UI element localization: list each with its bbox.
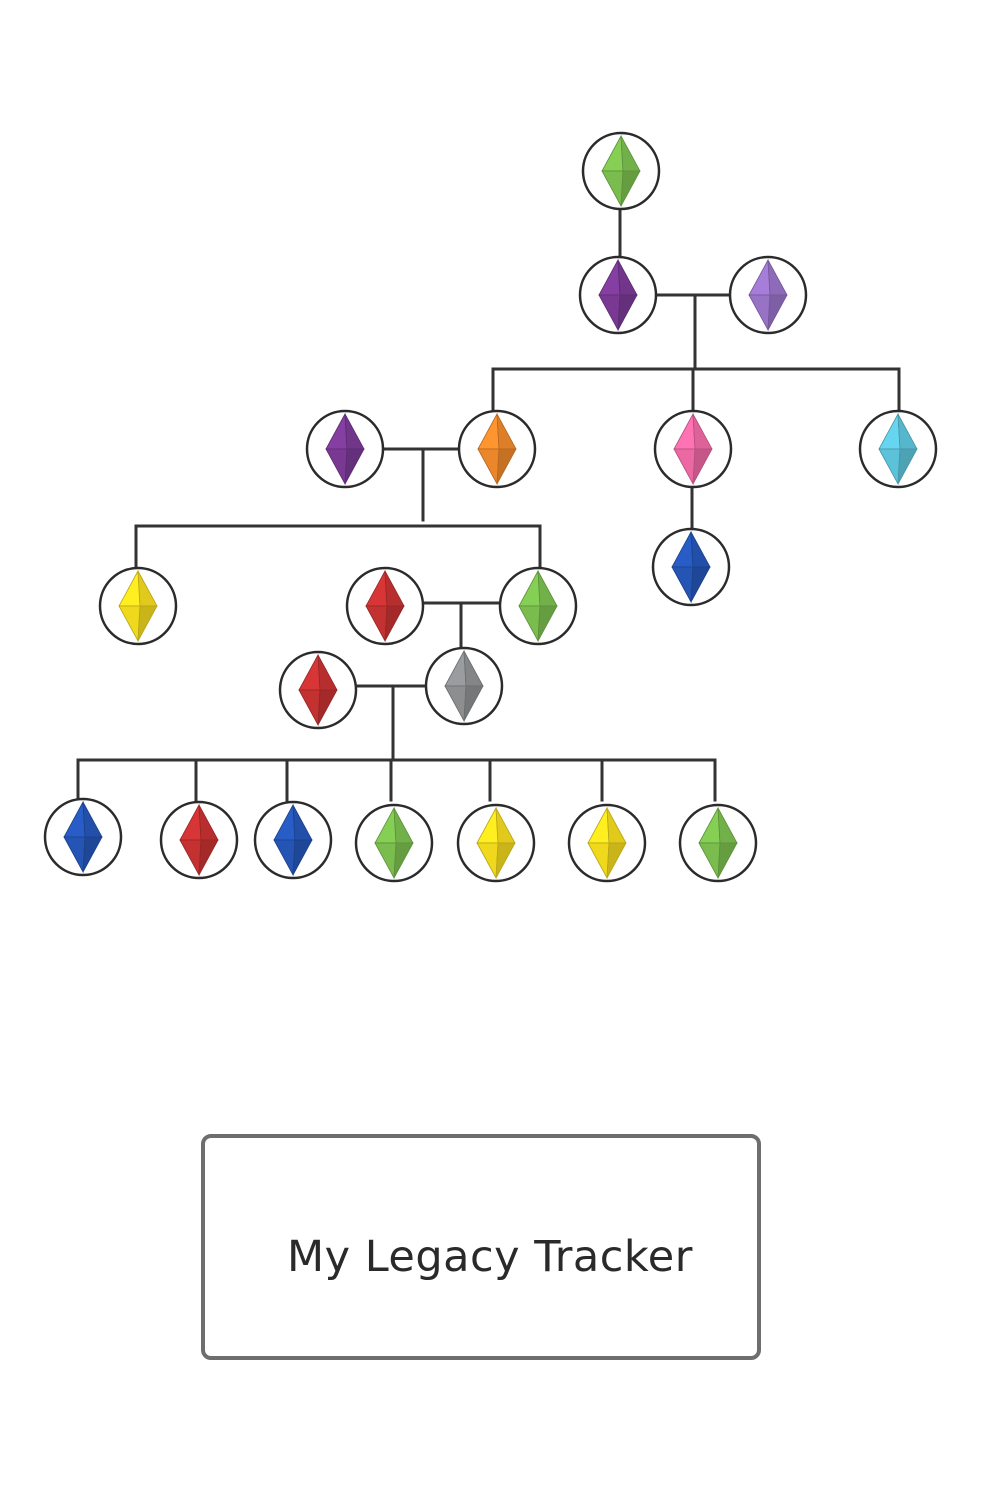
- gen5-child-node: [43, 797, 123, 877]
- tree-connectors: [76, 208, 901, 802]
- yellow-plumbob-icon: [118, 569, 158, 643]
- gen3-heir-node: [305, 409, 385, 489]
- gen2-child-node: [858, 409, 938, 489]
- gen3-child-node: [98, 566, 178, 646]
- lavender-plumbob-icon: [748, 258, 788, 332]
- blue-plumbob-icon: [63, 800, 103, 874]
- gen2-heir-node: [578, 255, 658, 335]
- gen5-child-node: [567, 803, 647, 883]
- green-plumbob-icon: [601, 134, 641, 208]
- gen5-child-node: [159, 800, 239, 880]
- pink-plumbob-icon: [673, 412, 713, 486]
- gen2-child-node: [653, 409, 733, 489]
- cover-title: My Legacy Tracker: [287, 1232, 693, 1282]
- pink-child-node: [651, 527, 731, 607]
- gen5-heir-node: [278, 650, 358, 730]
- gen4-spouse-node: [498, 566, 578, 646]
- tree-nodes: [43, 131, 938, 883]
- purple-plumbob-icon: [325, 412, 365, 486]
- yellow-plumbob-icon: [587, 806, 627, 880]
- gen5-child-node: [354, 803, 434, 883]
- green-plumbob-icon: [698, 806, 738, 880]
- green-plumbob-icon: [518, 569, 558, 643]
- cyan-plumbob-icon: [878, 412, 918, 486]
- blue-plumbob-icon: [273, 803, 313, 877]
- blue-plumbob-icon: [671, 530, 711, 604]
- yellow-plumbob-icon: [476, 806, 516, 880]
- green-plumbob-icon: [374, 806, 414, 880]
- red-plumbob-icon: [298, 653, 338, 727]
- red-plumbob-icon: [179, 803, 219, 877]
- legacy-family-tree: [43, 131, 938, 883]
- orange-plumbob-icon: [477, 412, 517, 486]
- gen3-spouse-node: [457, 409, 537, 489]
- gen2-spouse-node: [728, 255, 808, 335]
- gray-plumbob-icon: [444, 649, 484, 723]
- red-plumbob-icon: [365, 569, 405, 643]
- gen5-child-node: [253, 800, 333, 880]
- purple-plumbob-icon: [598, 258, 638, 332]
- gen5-spouse-node: [424, 646, 504, 726]
- gen5-child-node: [678, 803, 758, 883]
- title-box: My Legacy Tracker: [201, 1134, 761, 1360]
- gen5-child-node: [456, 803, 536, 883]
- gen4-heir-node: [345, 566, 425, 646]
- founder-node: [581, 131, 661, 211]
